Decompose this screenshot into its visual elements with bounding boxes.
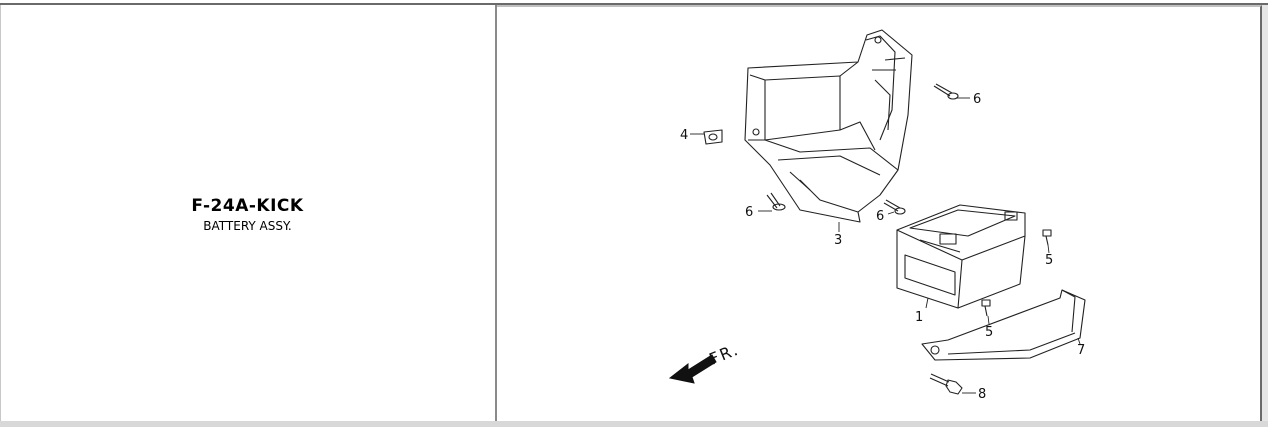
part-code: F-24A-KICK: [191, 196, 304, 216]
callout-7: 7: [1077, 343, 1085, 358]
callout-6-top: 6: [973, 92, 981, 107]
callout-4: 4: [680, 128, 688, 143]
callout-3: 3: [834, 233, 842, 248]
bottom-border: [0, 421, 1268, 427]
callout-5-upper: 5: [1045, 253, 1053, 268]
callout-6-right: 6: [876, 209, 884, 224]
bolt-part-5-upper: [1042, 229, 1052, 246]
nut-part-4: [703, 129, 723, 145]
right-edge: [1262, 5, 1268, 421]
part-title: BATTERY ASSY.: [203, 219, 292, 233]
front-direction-arrow: FR.: [668, 340, 742, 384]
screw-part-6-left: [766, 192, 786, 211]
callout-8: 8: [978, 387, 986, 402]
front-direction-label: FR.: [706, 340, 742, 369]
top-border: [0, 3, 1268, 5]
battery-band: [921, 289, 1086, 361]
callout-6-left: 6: [745, 205, 753, 220]
panel-divider: [495, 5, 497, 421]
screw-part-6-right: [883, 199, 906, 215]
leader-lines: [690, 97, 1081, 394]
bolt-part-5-lower: [981, 299, 991, 317]
bolt-part-8: [929, 373, 963, 395]
screw-part-6-top: [933, 83, 959, 100]
part-info-panel: [0, 5, 495, 421]
diagram-panel: [497, 5, 1262, 421]
callout-1: 1: [915, 310, 923, 325]
callout-labels: 1 3 4 5 5 6 6 6 7 8: [680, 92, 1085, 402]
battery-case: [744, 29, 913, 223]
callout-5-lower: 5: [985, 325, 993, 340]
battery: [896, 204, 1026, 309]
